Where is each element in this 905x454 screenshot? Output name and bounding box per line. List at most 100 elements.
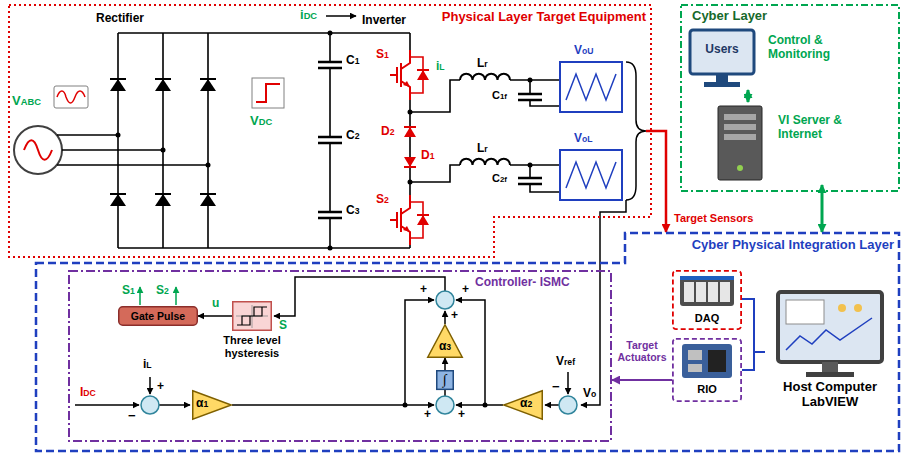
host-monitor-icon — [838, 304, 846, 312]
load-sources — [560, 62, 622, 112]
controller-wires — [149, 377, 151, 394]
node-text: ∫ — [443, 372, 447, 388]
server-icon — [718, 106, 762, 180]
text-slot: D2 — [381, 125, 394, 139]
controller-wires — [456, 404, 503, 406]
junction-dots — [528, 163, 533, 168]
host-monitor-icon — [854, 304, 862, 312]
node-outline — [673, 271, 741, 329]
node-text: Controller- ISMC — [475, 276, 570, 290]
summing-junctions — [436, 291, 454, 309]
circuit-label: + — [458, 408, 465, 422]
node-outline — [437, 371, 454, 390]
text-slot: S2 — [376, 193, 389, 207]
daq-device-icon — [708, 282, 718, 302]
circuit-label: Lr — [477, 142, 488, 156]
node-outline — [232, 301, 272, 331]
junction-dots — [328, 246, 333, 251]
text-slot: C1f — [492, 89, 507, 102]
server-icon — [724, 134, 756, 140]
junction-dots — [528, 78, 533, 83]
connector — [612, 379, 672, 381]
node-text: RIO — [672, 383, 742, 396]
controller-wires — [567, 372, 569, 394]
rio-box: RIO — [672, 338, 742, 402]
output-bracket — [626, 62, 652, 200]
hysteresis-symbol — [237, 307, 267, 325]
text-slot: + — [458, 408, 465, 422]
text-slot: u — [210, 297, 221, 311]
rectifier-diodes — [110, 79, 216, 206]
circuit-label: S2 — [376, 193, 389, 207]
text-slot: Cyber Physical Integration Layer — [692, 238, 894, 253]
circuit-label: S2 — [156, 284, 169, 298]
summing-junctions — [559, 396, 577, 414]
capacitor-symbols — [318, 137, 342, 143]
node-outline — [36, 233, 899, 451]
output-bracket — [646, 130, 652, 133]
text-slot: − — [552, 380, 560, 395]
text-slot: C2f — [492, 172, 507, 185]
feedback-wire — [581, 200, 626, 405]
text-slot: Target Sensors — [672, 212, 755, 225]
user-monitor-icon — [690, 30, 754, 74]
circuit-label: + — [420, 283, 427, 297]
connector — [444, 358, 446, 370]
hysteresis-block: Three level hysteresis — [232, 301, 272, 331]
current-arrow — [326, 16, 356, 17]
text-slot: + — [157, 380, 164, 394]
rectifier-diodes — [155, 194, 171, 206]
text-slot: Gate Pulse — [118, 306, 198, 326]
text-slot: Controller- ISMC — [475, 276, 570, 290]
circuit-label: + — [424, 408, 431, 422]
node-outline — [233, 302, 272, 331]
connector — [652, 131, 666, 232]
circuit-label: C1 — [346, 54, 359, 68]
circuit-label: S — [279, 319, 287, 333]
node-outline — [504, 391, 543, 420]
load-sources — [560, 150, 622, 200]
load-sources — [560, 62, 622, 200]
text-slot: VI Server & Internet — [778, 114, 858, 142]
capacitor-symbols — [318, 212, 342, 218]
text-slot: Vref — [556, 355, 575, 369]
controller-wires — [75, 277, 568, 405]
text-slot: C3 — [346, 204, 359, 218]
node-outline — [69, 271, 611, 441]
text-slot: Cyber Layer — [692, 9, 767, 24]
gain-triangle: α1 — [192, 390, 232, 420]
controller-wires — [274, 277, 445, 316]
circuit-label: + — [157, 380, 164, 394]
hysteresis-symbol — [236, 305, 268, 328]
text-slot: + — [451, 309, 458, 323]
circuit-wires — [57, 33, 560, 248]
text-slot: C2 — [346, 129, 359, 143]
user-workstation: UsersControl & Monitoring — [688, 28, 868, 90]
circuit-label: S1 — [122, 284, 135, 298]
text-slot: iL — [436, 60, 445, 74]
text-slot: VoL — [574, 132, 593, 146]
circuit-label: VoU — [574, 44, 594, 58]
circuit-label: D1 — [421, 149, 434, 163]
text-slot: α1 — [196, 397, 216, 411]
text-slot: α3 — [436, 340, 454, 354]
text-slot: Lr — [477, 57, 488, 71]
summing-junctions — [436, 396, 454, 414]
host-monitor-icon — [786, 300, 824, 324]
circuit-label: Lr — [477, 57, 488, 71]
controller-wires — [159, 404, 190, 406]
junction-dots — [408, 180, 413, 185]
switch-signal-arrows — [139, 287, 141, 305]
circuit-label: VoL — [574, 132, 593, 146]
host-computer: Host Computer LabVIEW — [765, 285, 895, 435]
junction-dots — [161, 148, 166, 153]
node-outline — [8, 4, 652, 258]
daq-device-icon — [680, 276, 734, 280]
capacitor-symbols — [518, 178, 542, 184]
daq-box: DAQ — [672, 270, 742, 330]
junction-dots — [408, 110, 413, 115]
text-slot: − — [128, 409, 136, 424]
node-outline — [9, 5, 651, 257]
text-slot: + — [420, 283, 427, 297]
capacitor-symbols — [318, 62, 342, 68]
